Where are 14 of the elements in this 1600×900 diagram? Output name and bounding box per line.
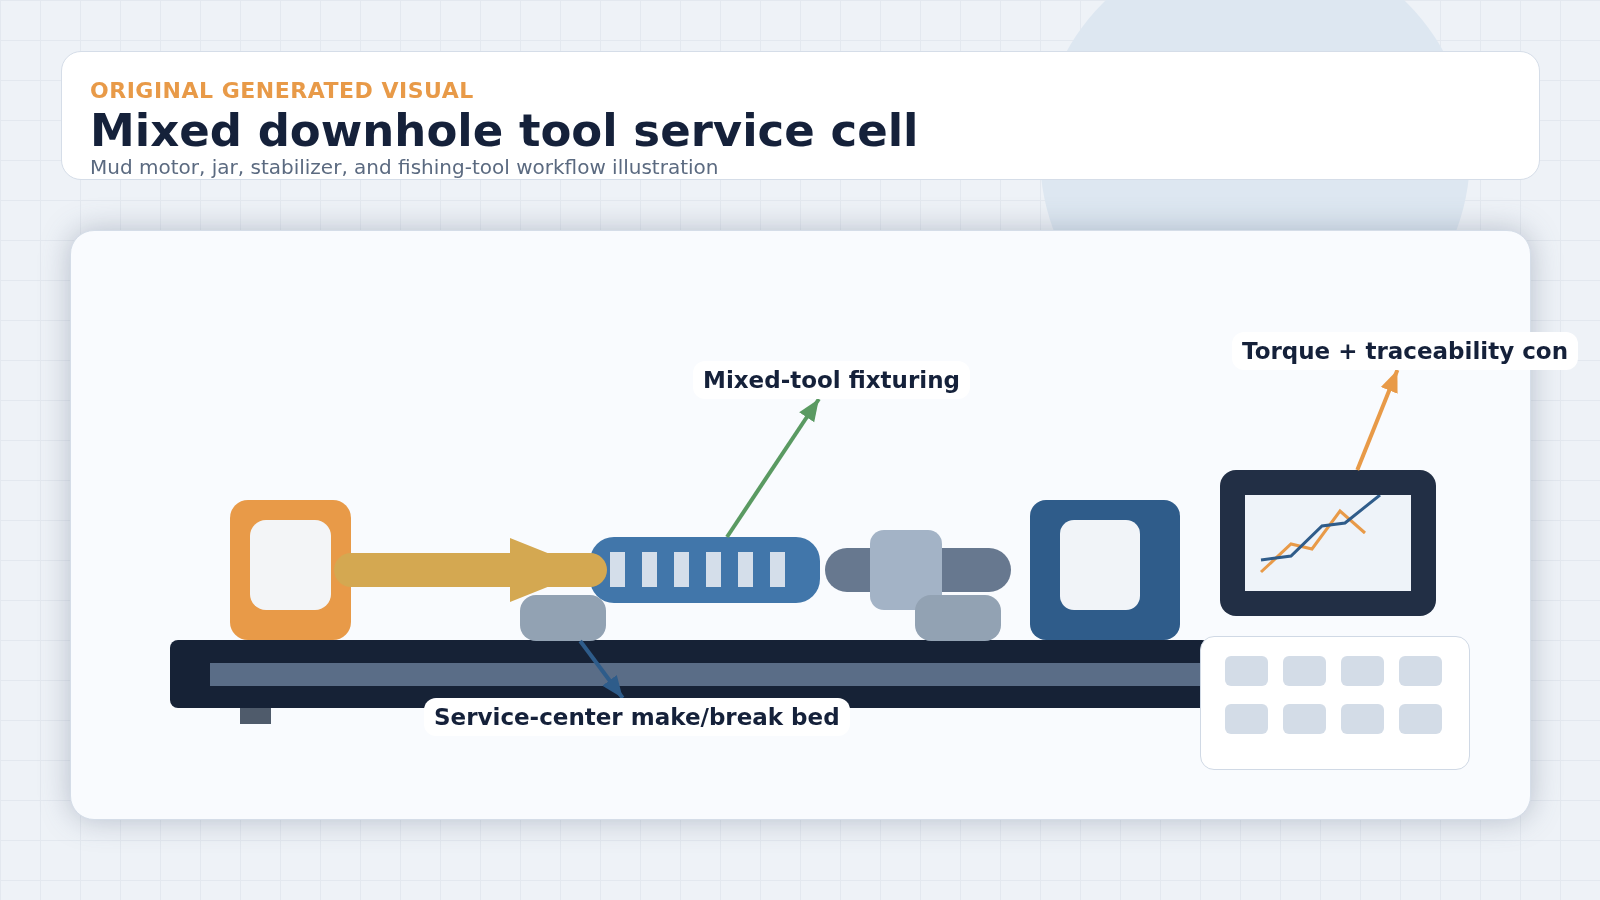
tool-block <box>230 500 351 640</box>
leader-line <box>1355 369 1400 471</box>
leader-line <box>725 397 821 539</box>
subtitle-text: Mud motor, jar, stabilizer, and fishing-tool workflow illustration <box>90 155 719 179</box>
leader-line <box>578 639 625 700</box>
callout-label: Service-center make/break bed <box>424 698 850 736</box>
callout-label: Torque + traceability con <box>1232 332 1579 370</box>
clamp-pad <box>520 595 606 641</box>
title-text: Mixed downhole tool service cell <box>90 104 919 157</box>
fixture-drawing <box>590 537 820 603</box>
callout-label: Mixed-tool fixturing <box>693 361 971 399</box>
kicker-text: ORIGINAL GENERATED VISUAL <box>90 78 474 103</box>
block-arrow <box>334 538 607 602</box>
monitor-drawing <box>1220 470 1436 616</box>
